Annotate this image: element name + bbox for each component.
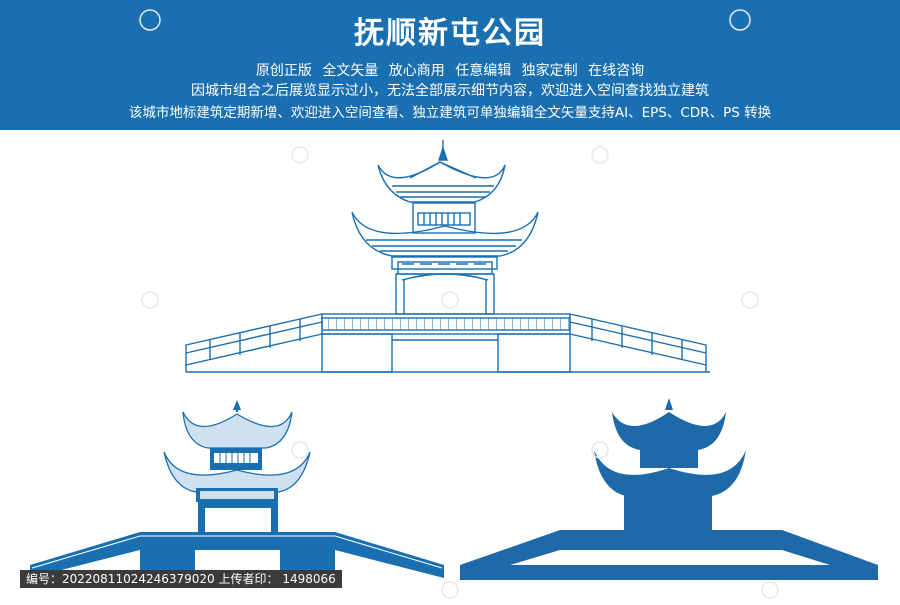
- page-title: 抚顺新屯公园: [354, 16, 546, 51]
- pavilion-bridge-colored: [30, 400, 444, 578]
- pavilion-bridge-silhouette: [460, 398, 878, 580]
- watermark-pattern: [139, 9, 779, 599]
- format-line: 该城市地标建筑定期新增、欢迎进入空间查看、独立建筑可单独编辑全文矢量支持AI、E…: [128, 105, 772, 121]
- pavilion-bridge-line-art: [185, 140, 710, 373]
- notice-line: 因城市组合之后展览显示过小，无法全部展示细节内容，欢迎进入空间查找独立建筑: [191, 83, 709, 99]
- feature-line: 原创正版 全文矢量 放心商用 任意编辑 独家定制 在线咨询: [255, 63, 645, 79]
- upload-info-bar: 编号：20220811024246379020 上传者印： 1498066: [20, 570, 342, 588]
